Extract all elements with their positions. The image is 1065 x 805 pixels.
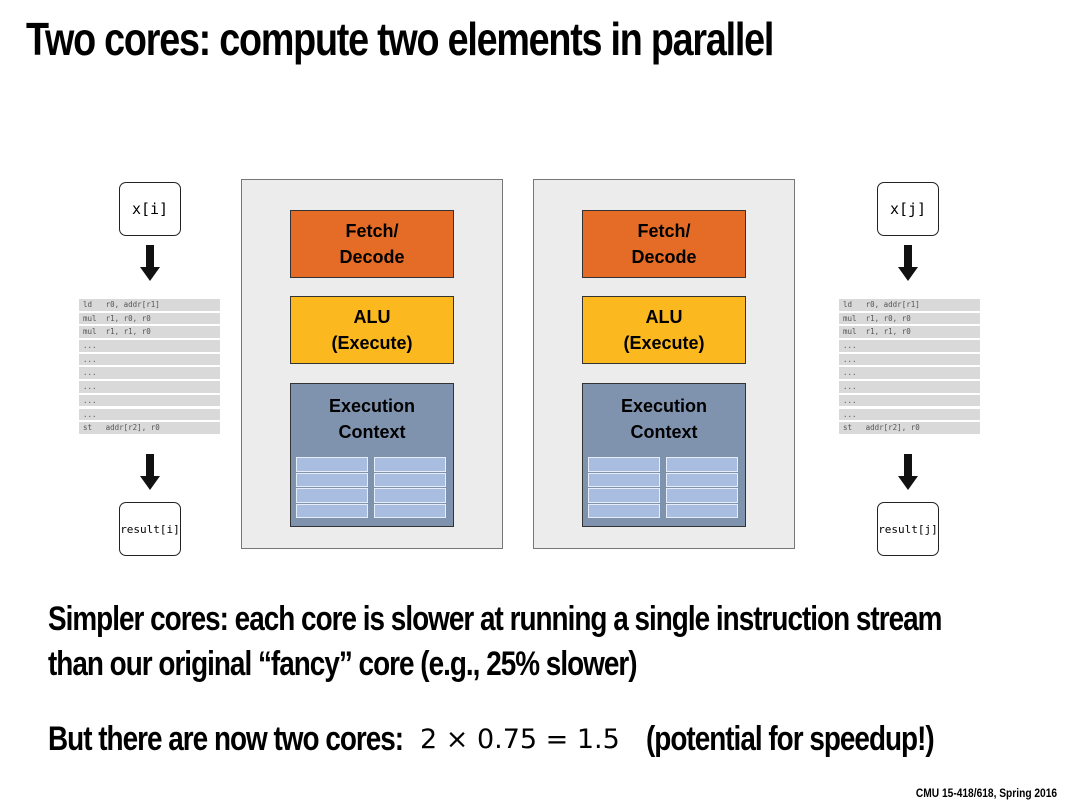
code-line: mul r1, r1, r0 bbox=[79, 326, 220, 338]
instruction-stream-left: ld r0, addr[r1] mul r1, r0, r0 mul r1, r… bbox=[79, 299, 220, 436]
code-line: ... bbox=[79, 394, 220, 407]
code-line: ... bbox=[839, 381, 980, 393]
alu-unit: ALU (Execute) bbox=[582, 296, 746, 364]
down-arrow-icon bbox=[898, 454, 918, 492]
code-line: mul r1, r1, r0 bbox=[839, 326, 980, 338]
down-arrow-icon bbox=[140, 454, 160, 492]
instruction-stream-right: ld r0, addr[r1] mul r1, r0, r0 mul r1, r… bbox=[839, 299, 980, 436]
alu-unit: ALU (Execute) bbox=[290, 296, 454, 364]
execution-context-unit: Execution Context bbox=[582, 383, 746, 527]
speedup-formula: 2 × 0.75 = 1.5 bbox=[420, 724, 620, 755]
core-2: Fetch/ Decode ALU (Execute) Execution Co… bbox=[533, 179, 795, 549]
code-line: ... bbox=[79, 367, 220, 379]
register-file bbox=[666, 457, 738, 519]
register-file bbox=[296, 457, 368, 519]
register-file bbox=[588, 457, 660, 519]
output-result-j-box: result[j] bbox=[877, 502, 939, 556]
input-x-i-box: x[i] bbox=[119, 182, 181, 236]
fetch-decode-unit: Fetch/ Decode bbox=[582, 210, 746, 278]
output-result-i-box: result[i] bbox=[119, 502, 181, 556]
code-line: st addr[r2], r0 bbox=[79, 422, 220, 434]
input-x-j-box: x[j] bbox=[877, 182, 939, 236]
code-line: mul r1, r0, r0 bbox=[79, 312, 220, 325]
code-line: ld r0, addr[r1] bbox=[79, 299, 220, 311]
code-line: st addr[r2], r0 bbox=[839, 422, 980, 434]
code-line: mul r1, r0, r0 bbox=[839, 312, 980, 325]
core-1: Fetch/ Decode ALU (Execute) Execution Co… bbox=[241, 179, 503, 549]
code-line: ... bbox=[79, 353, 220, 366]
text-line-1: Simpler cores: each core is slower at ru… bbox=[48, 600, 942, 638]
code-line: ... bbox=[79, 408, 220, 420]
register-file bbox=[374, 457, 446, 519]
text-line-3: But there are now two cores: bbox=[48, 720, 404, 758]
code-line: ... bbox=[839, 408, 980, 420]
fetch-decode-unit: Fetch/ Decode bbox=[290, 210, 454, 278]
code-line: ... bbox=[79, 340, 220, 352]
text-line-2: than our original “fancy” core (e.g., 25… bbox=[48, 645, 638, 683]
code-line: ld r0, addr[r1] bbox=[839, 299, 980, 311]
code-line: ... bbox=[79, 381, 220, 393]
speedup-note: (potential for speedup!) bbox=[646, 720, 935, 758]
code-line: ... bbox=[839, 340, 980, 352]
code-line: ... bbox=[839, 353, 980, 366]
code-line: ... bbox=[839, 394, 980, 407]
down-arrow-icon bbox=[898, 245, 918, 283]
slide-footer: CMU 15-418/618, Spring 2016 bbox=[915, 786, 1057, 800]
down-arrow-icon bbox=[140, 245, 160, 283]
execution-context-unit: Execution Context bbox=[290, 383, 454, 527]
code-line: ... bbox=[839, 367, 980, 379]
slide-title: Two cores: compute two elements in paral… bbox=[26, 13, 774, 65]
